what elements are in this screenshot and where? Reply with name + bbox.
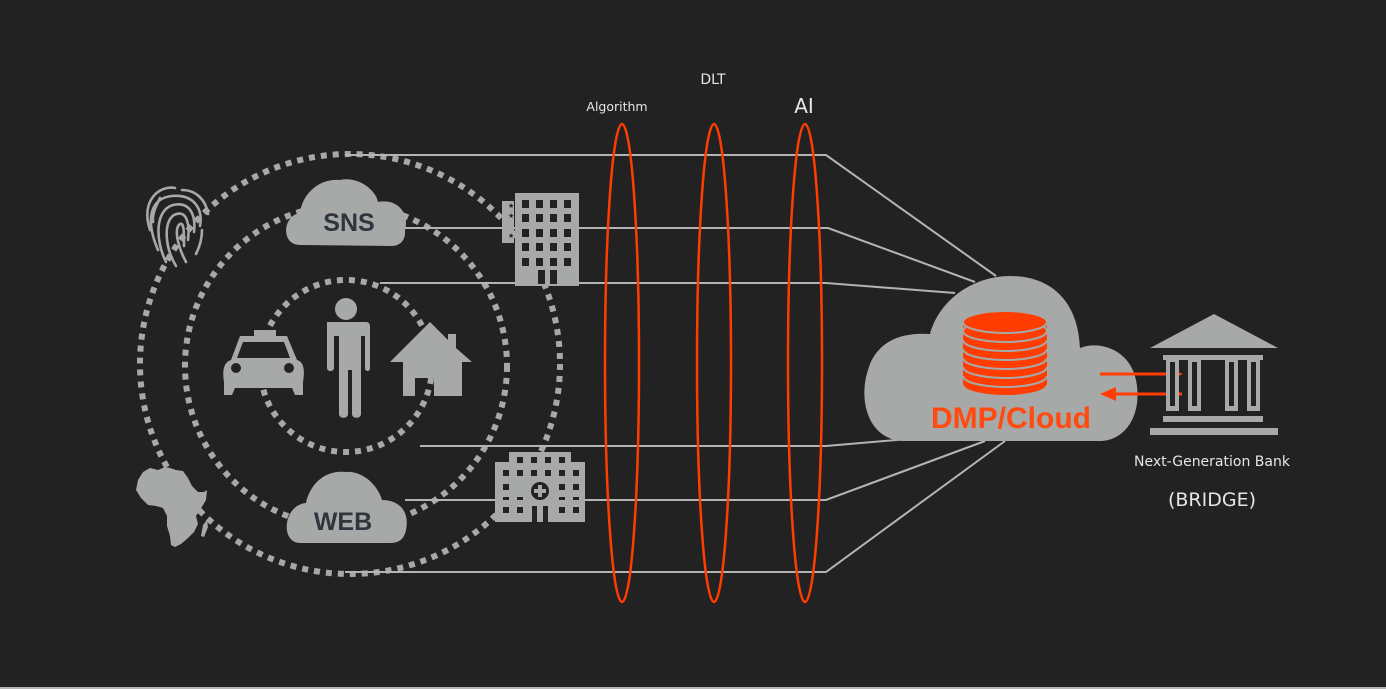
house-icon [390, 322, 472, 396]
dmp-cloud-label: DMP/Cloud [931, 402, 1091, 435]
office-building-icon: ★ ★ ★ [502, 193, 579, 286]
dmp-cloud: DMP/Cloud [864, 276, 1138, 441]
taxi-icon [223, 330, 304, 395]
algorithm-layer-ring [603, 122, 641, 604]
svg-text:★: ★ [508, 232, 514, 240]
data-line-6 [345, 440, 1006, 573]
web-cloud: WEB [286, 471, 407, 543]
data-line-1 [345, 154, 997, 277]
africa-map-icon [136, 467, 207, 547]
bank-building-icon [1150, 314, 1278, 435]
database-icon [962, 310, 1048, 397]
data-line-4 [420, 434, 956, 447]
bottom-divider [0, 687, 1386, 689]
ai-label: AI [794, 94, 814, 118]
svg-text:★: ★ [508, 212, 514, 220]
dlt-layer-ring [695, 122, 733, 604]
bank-name: Next-Generation Bank [1134, 454, 1291, 470]
arrow-from-bank-head [1100, 387, 1116, 401]
bank-subtitle: (BRIDGE) [1168, 489, 1256, 511]
madagascar-shape [201, 520, 208, 537]
sns-label: SNS [323, 209, 374, 237]
layer-rings [603, 122, 824, 604]
fingerprint-icon [146, 186, 210, 268]
algorithm-label: Algorithm [586, 99, 647, 114]
hospital-icon [495, 452, 585, 522]
person-icon [327, 298, 370, 418]
ai-layer-ring [786, 122, 824, 604]
data-line-5 [405, 440, 986, 501]
svg-text:★: ★ [508, 202, 514, 210]
dlt-label: DLT [700, 72, 726, 88]
web-label: WEB [314, 508, 372, 536]
data-line-2 [405, 227, 976, 283]
sns-cloud: SNS [286, 179, 407, 246]
data-line-3 [380, 282, 956, 294]
